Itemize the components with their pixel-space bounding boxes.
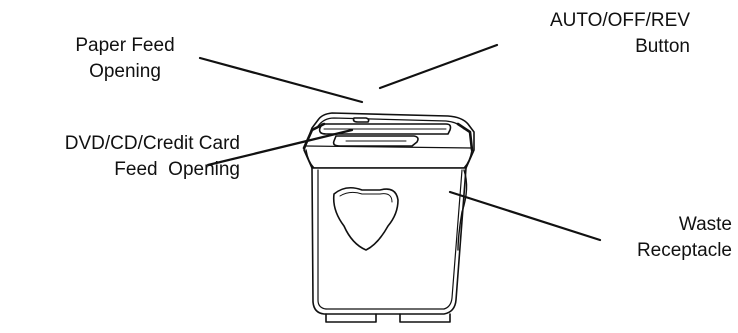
label-auto-line1: AUTO/OFF/REV [549,10,690,31]
cd-card-slot [332,135,419,147]
label-auto-line2: Button [635,36,690,57]
leader-dvd-card [206,128,354,167]
label-dvd-line1: DVD/CD/Credit Card [64,133,240,154]
label-auto-off-rev-button: AUTO/OFF/REV Button [495,8,690,60]
label-waste-line2: Receptacle [636,240,732,261]
bin-grip-window [332,186,399,251]
shredder-illustration [302,112,475,323]
label-dvd-line2: Feed Opening [114,159,240,180]
label-dvd-cd-card-feed-opening: DVD/CD/Credit Card Feed Opening [10,131,240,183]
leader-paper-feed [198,56,364,104]
auto-off-rev-button [352,117,370,123]
label-waste-line1: Waste [678,214,732,235]
leader-auto-button [378,43,499,90]
label-paper-feed-line2: Opening [89,61,161,82]
leader-waste [448,190,602,242]
paper-feed-slot [318,123,452,135]
label-paper-feed-opening: Paper Feed Opening [50,33,200,85]
waste-bin [311,167,467,315]
label-paper-feed-line1: Paper Feed [75,35,175,56]
label-waste-receptacle: Waste Receptacle [600,212,732,264]
